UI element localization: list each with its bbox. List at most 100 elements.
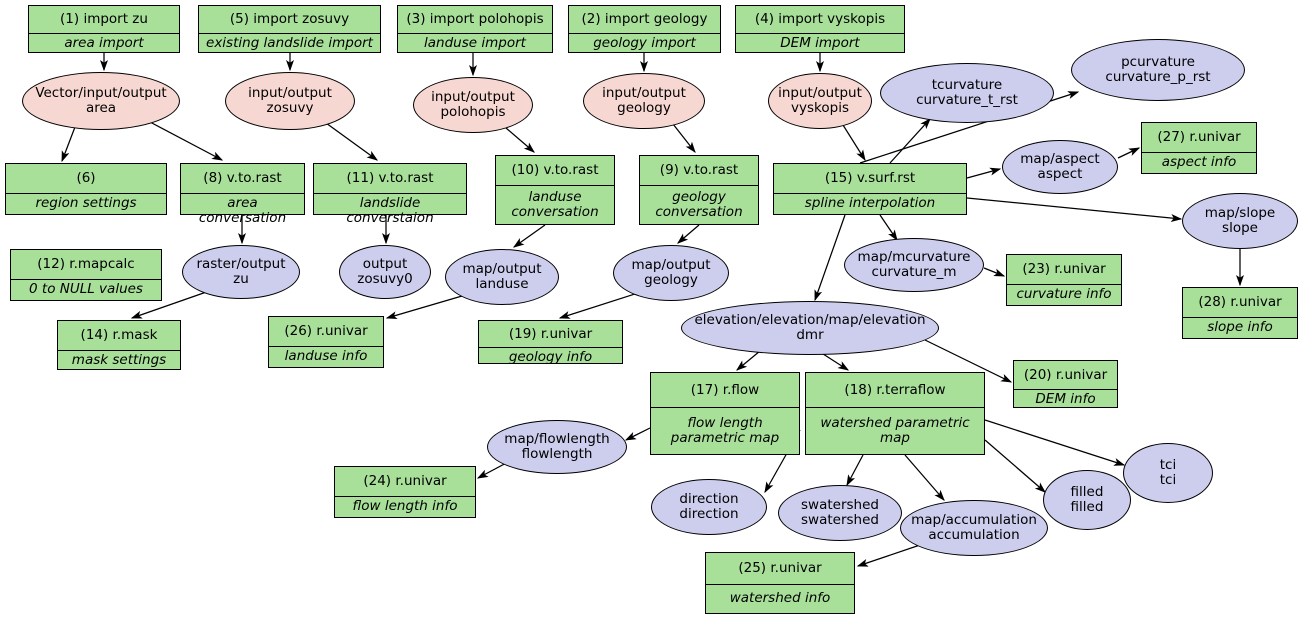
data-node-line: geology [644, 272, 698, 288]
edge-n18-to-d_accum [904, 454, 945, 501]
edge-d_landuse-to-n26 [385, 295, 463, 320]
process-node-title: (9) v.to.rast [640, 156, 758, 186]
data-node-line: raster/output [196, 255, 286, 272]
process-node-subtitle: DEM import [780, 35, 860, 51]
data-node-line: aspect [1037, 166, 1083, 182]
edge-n18-to-d_swatershed [846, 454, 864, 487]
process-node-title: (11) v.to.rast [314, 164, 466, 194]
data-node-line: swatershed [801, 496, 879, 513]
data-node-line: dmr [796, 327, 824, 343]
process-node-subtitle: aspect info [1161, 154, 1237, 171]
data-node-line: tcurvature [931, 76, 1003, 93]
edge-d_dmr-to-n17 [736, 350, 761, 371]
data-node-line: elevation/elevation/map/elevation [694, 311, 926, 328]
edge-d_geologymap-to-n19 [558, 292, 639, 319]
process-node-title: (10) v.to.rast [496, 156, 614, 186]
edge-n15-to-d_tcurv [889, 118, 931, 164]
edge-n15-to-d_mcurv [879, 214, 898, 242]
process-node-subtitle: geology info [508, 349, 593, 365]
data-node-line: output [362, 255, 408, 272]
process-node-title: (20) r.univar [1014, 361, 1117, 390]
process-node-subtitle: watershed info [729, 590, 831, 607]
process-node-n6[interactable]: (6)region settings [5, 163, 167, 215]
process-node-subtitle: landuse info [284, 348, 368, 365]
process-node-subtitle: 0 to NULL values [29, 281, 143, 298]
data-node-line: map/output [462, 260, 542, 277]
edge-d_geology-to-n9 [672, 123, 696, 153]
process-node-title: (14) r.mask [58, 321, 180, 351]
process-node-subtitle: mask settings [71, 352, 167, 368]
data-node-line: swatershed [801, 512, 879, 528]
data-node-line: curvature_p_rst [1105, 69, 1211, 85]
process-node-title: (12) r.mapcalc [11, 250, 161, 280]
data-node-line: curvature_m [871, 264, 957, 280]
process-node-title: (18) r.terraflow [806, 373, 984, 408]
process-node-title: (3) import polohopis [398, 6, 552, 34]
data-node-line: map/slope [1204, 204, 1276, 221]
process-node-subtitle: flow length info [352, 498, 458, 515]
edge-n15-to-d_slope [966, 197, 1183, 223]
process-node-title: (5) import zosuvy [199, 6, 380, 34]
data-node-line: input/output [778, 84, 862, 101]
data-node-line: flowlength [521, 446, 593, 462]
data-node-line: map/output [631, 256, 711, 273]
process-node-subtitle: area import [64, 35, 144, 51]
data-node-line: filled [1070, 483, 1104, 500]
data-node-line: zu [233, 271, 249, 287]
process-node-title: (15) v.surf.rst [774, 164, 966, 194]
process-node-title: (26) r.univar [269, 317, 383, 347]
edge-n18-to-d_filled [984, 439, 1046, 493]
process-node-title: (8) v.to.rast [181, 164, 304, 194]
process-node-title: (27) r.univar [1142, 123, 1256, 153]
data-node-line: tci [1159, 456, 1177, 473]
edge-n18-to-d_tci [984, 419, 1126, 466]
process-node-subtitle: region settings [35, 195, 137, 212]
data-node-line: map/aspect [1020, 150, 1100, 167]
